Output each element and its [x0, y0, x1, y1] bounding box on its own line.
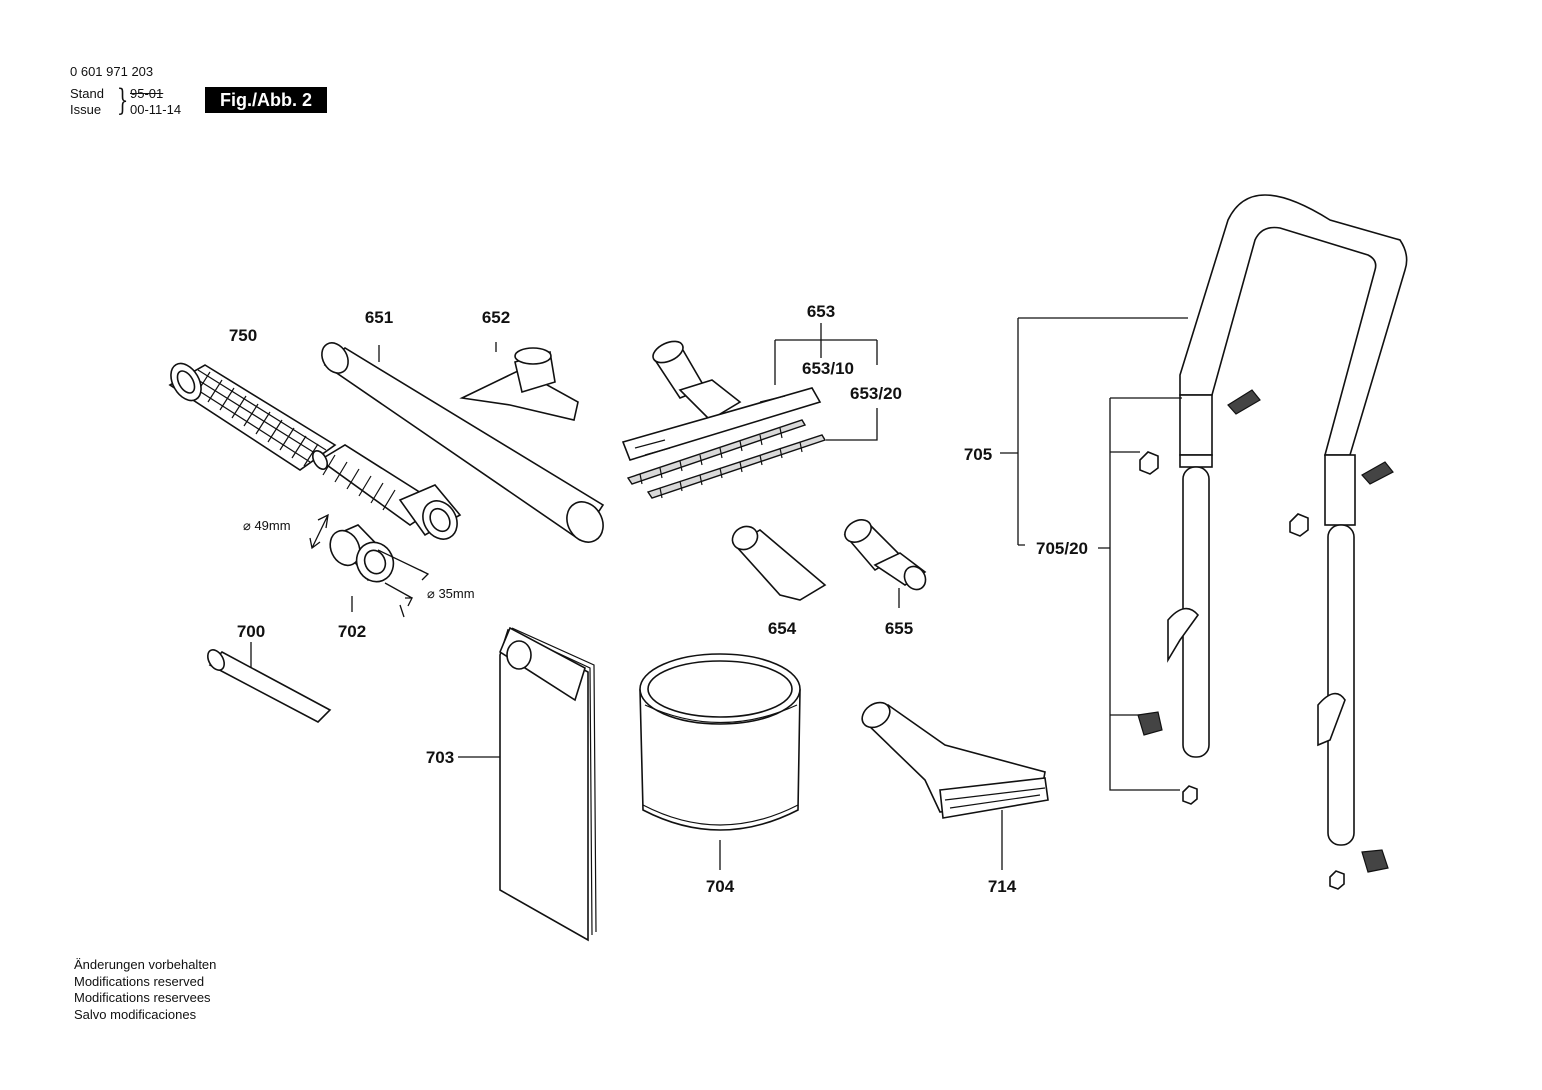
nozzle-652-drawing [459, 342, 579, 421]
label-651: 651 [365, 308, 393, 327]
label-654: 654 [768, 619, 797, 638]
label-653-10: 653/10 [802, 359, 854, 378]
label-653-20: 653/20 [850, 384, 902, 403]
label-704: 704 [706, 877, 735, 896]
nozzle-655-drawing [843, 519, 927, 608]
label-655: 655 [885, 619, 913, 638]
label-653: 653 [807, 302, 835, 321]
container-704-drawing [639, 653, 801, 870]
brace-icon: } [116, 83, 129, 118]
label-705-20: 705/20 [1036, 539, 1088, 558]
note-german: Änderungen vorbehalten [74, 957, 217, 972]
modification-notes: Änderungen vorbehalten Modifications res… [74, 957, 216, 1023]
label-705: 705 [964, 445, 992, 464]
dimension-49mm: ⌀ 49mm [243, 518, 291, 533]
tube-651-drawing [321, 342, 605, 543]
stand-label: Stand [70, 86, 104, 101]
crevice-nozzle-700-drawing [207, 642, 332, 723]
issue-date: 00-11-14 [130, 102, 182, 117]
note-french: Modifications reservees [74, 990, 211, 1005]
nozzle-714-drawing [861, 701, 1049, 870]
label-703: 703 [426, 748, 454, 767]
filter-bag-703-drawing [458, 626, 597, 942]
label-700: 700 [237, 622, 265, 641]
document-number: 0 601 971 203 [70, 64, 154, 79]
label-714: 714 [988, 877, 1017, 896]
handle-705-drawing [1000, 194, 1408, 890]
label-750: 750 [229, 326, 257, 345]
hose-750-drawing [168, 362, 462, 540]
label-652: 652 [482, 308, 510, 327]
dimension-35mm: ⌀ 35mm [427, 586, 475, 601]
stand-date: 95-01 [130, 86, 164, 101]
issue-label: Issue [70, 102, 102, 117]
note-spanish: Salvo modificaciones [74, 1006, 197, 1022]
label-702: 702 [338, 622, 366, 641]
adapter-702-drawing [309, 513, 430, 618]
nozzle-653-drawing [621, 323, 878, 499]
nozzle-654-drawing [731, 525, 827, 601]
note-english: Modifications reserved [74, 973, 205, 989]
figure-badge: Fig./Abb. 2 [205, 87, 327, 113]
